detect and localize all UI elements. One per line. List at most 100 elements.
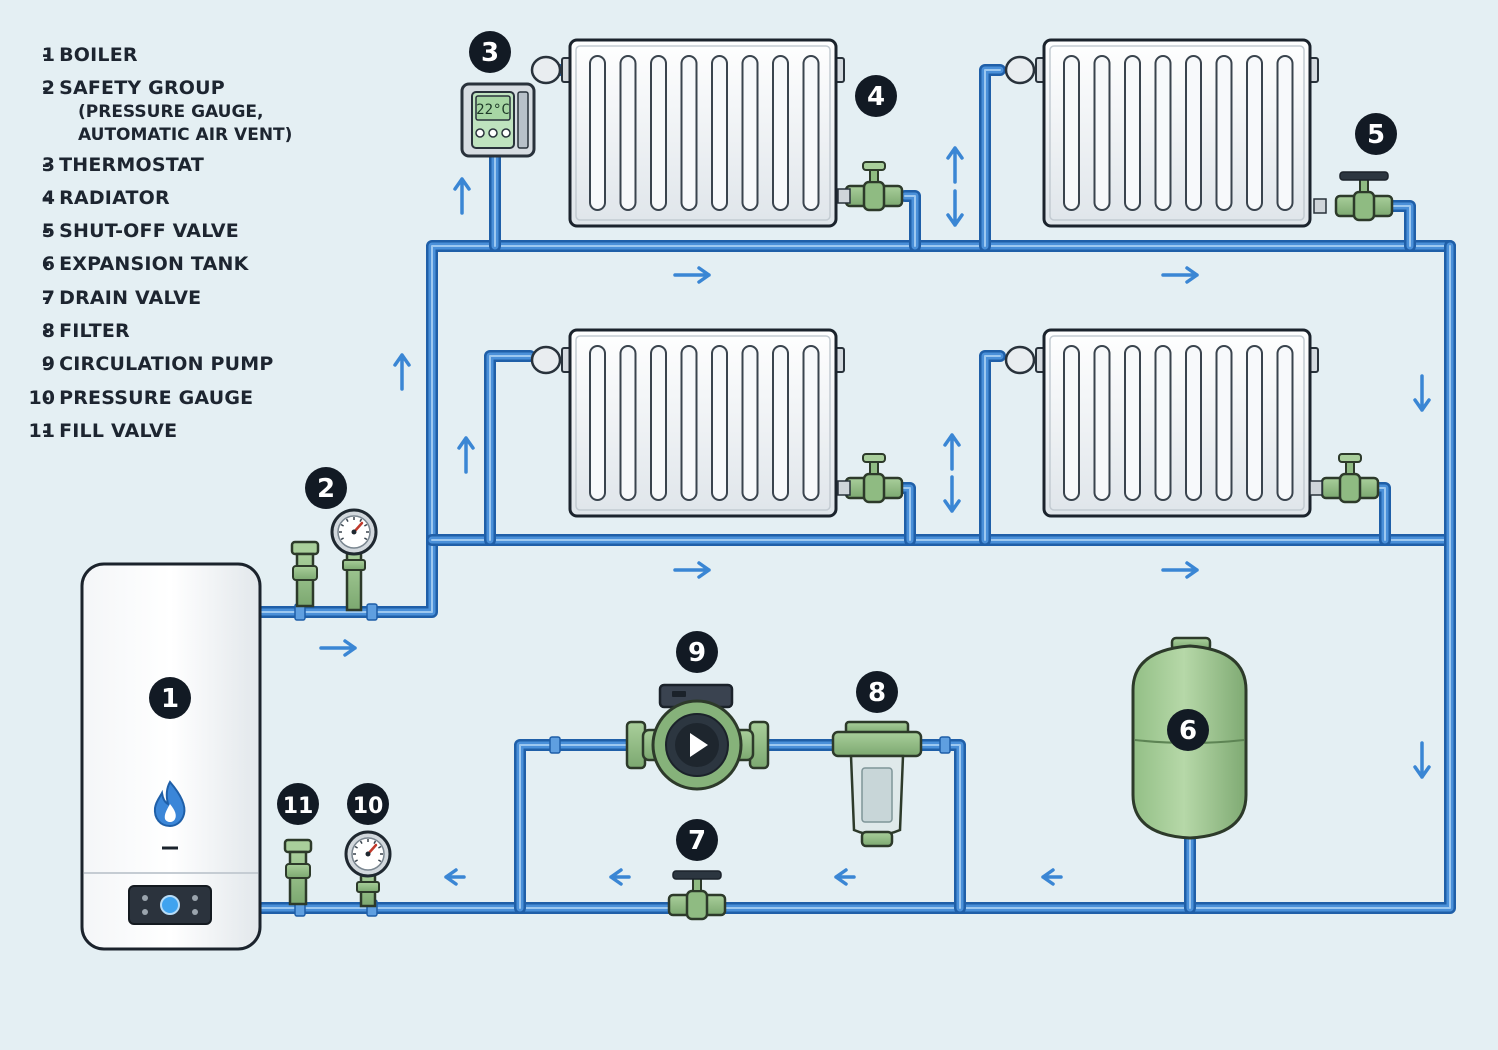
valve-handle[interactable] [672,870,722,880]
legend-label: -SAFETY GROUP [42,73,225,103]
radiator-fin [619,55,637,211]
valve-handle[interactable] [1339,171,1389,181]
legend-item: 7-DRAIN VALVE [0,283,320,316]
legend-label: -FILTER [42,316,130,346]
legend-number: 2 [41,77,55,100]
badge-pressure-gauge: 10 [347,783,389,825]
radiator-fin [1215,345,1233,501]
radiator-valve[interactable] [1320,453,1380,504]
valve-handle[interactable] [862,161,886,171]
radiator-fin [650,345,667,501]
flow-arrow-left [444,868,466,886]
valve-handle[interactable] [1338,453,1362,463]
flow-arrow-left [834,868,856,886]
legend-number: 9 [41,353,55,376]
radiator-fin [589,345,606,501]
radiator-outlet-stub [837,188,851,204]
legend-text: DRAIN VALVE [59,286,202,309]
badge-boiler: 1 [149,677,191,719]
badge-drain-valve: 7 [676,819,718,861]
flow-arrow-up [943,433,961,471]
flow-arrow-down [946,189,964,227]
legend-text: SAFETY GROUP [59,77,225,100]
safety-group-air-vent [290,540,320,608]
radiator-fin [1215,55,1233,211]
pipe-coupling [939,736,951,754]
radiator-fin [802,55,820,211]
legend-separator: - [42,253,51,276]
radiator [1004,38,1319,228]
flow-arrow-right [673,266,711,284]
legend-label: -RADIATOR [42,183,170,213]
radiators [530,38,1319,518]
badge-number: 8 [868,678,886,708]
pipe-coupling [366,603,378,621]
legend-text: SHUT-OFF VALVE [59,220,239,243]
pipe-outline [915,739,966,914]
circulation-pump [625,683,770,791]
legend-number: 11 [28,419,55,442]
radiator-vent-knob[interactable] [530,345,562,375]
gauges [330,508,392,908]
radiator [530,328,845,518]
radiator-vent-knob[interactable] [1004,345,1036,375]
flow-arrow-right [319,639,357,657]
badge-number: 6 [1179,716,1197,746]
radiator-outlet-stub [1309,480,1323,496]
pipe-highlight [920,744,961,909]
legend-number: 3 [41,153,55,176]
badge-number: 4 [867,82,885,112]
legend-text: FILL VALVE [59,419,178,442]
pipe-outline [484,350,536,546]
radiator-fin [680,345,698,501]
badge-fill-valve: 11 [277,783,319,825]
safety-group-pressure-gauge [330,508,378,612]
legend-separator: - [42,77,51,100]
badge-number: 1 [161,684,179,714]
radiator-valve[interactable] [844,453,904,504]
badge-number: 11 [283,794,314,819]
badge-safety-group: 2 [305,467,347,509]
radiator-fin [772,345,789,501]
legend-number: 7 [41,286,55,309]
radiator-vent-knob[interactable] [1004,55,1036,85]
legend-item: 2-SAFETY GROUP [0,73,320,106]
radiator-fin [1093,345,1111,501]
thermostat[interactable]: 22°C [460,82,536,158]
badge-radiator: 4 [855,75,897,117]
pipe-outline [514,739,633,914]
pipe [981,352,1004,544]
radiator-valve[interactable] [844,161,904,212]
radiator-fin [772,55,789,211]
radiator-fin [680,55,698,211]
legend-separator: - [42,286,51,309]
pipe-highlight [984,69,1001,247]
legend-label: -THERMOSTAT [42,150,204,180]
valve-handle[interactable] [862,453,886,463]
drain-valve[interactable] [667,870,727,921]
radiator-vent-knob[interactable] [530,55,562,85]
legend-separator: - [42,153,51,176]
radiator-outlet-stub [837,480,851,496]
pipe [981,66,1004,250]
pipe-highlight [984,355,1001,541]
legend-text: PRESSURE GAUGE [59,386,254,409]
boiler-control-panel[interactable] [128,885,212,925]
legend-label: -EXPANSION TANK [42,249,249,279]
legend-text: FILTER [59,320,130,343]
shut-off-valve[interactable] [1334,171,1394,222]
pipe-coupling [549,736,561,754]
legend-label: -PRESSURE GAUGE [42,383,254,413]
badge-number: 2 [317,474,335,504]
badge-number: 3 [481,38,499,68]
radiator [1004,328,1319,518]
boiler-power-knob[interactable] [160,895,180,915]
legend-text: CIRCULATION PUMP [59,353,274,376]
legend-sublabel: (PRESSURE GAUGE, [78,101,264,122]
fill-valve[interactable] [283,838,313,906]
legend-number: 6 [41,253,55,276]
play-icon [690,733,708,757]
legend-label: -FILL VALVE [42,416,178,446]
legend-separator: - [42,220,51,243]
